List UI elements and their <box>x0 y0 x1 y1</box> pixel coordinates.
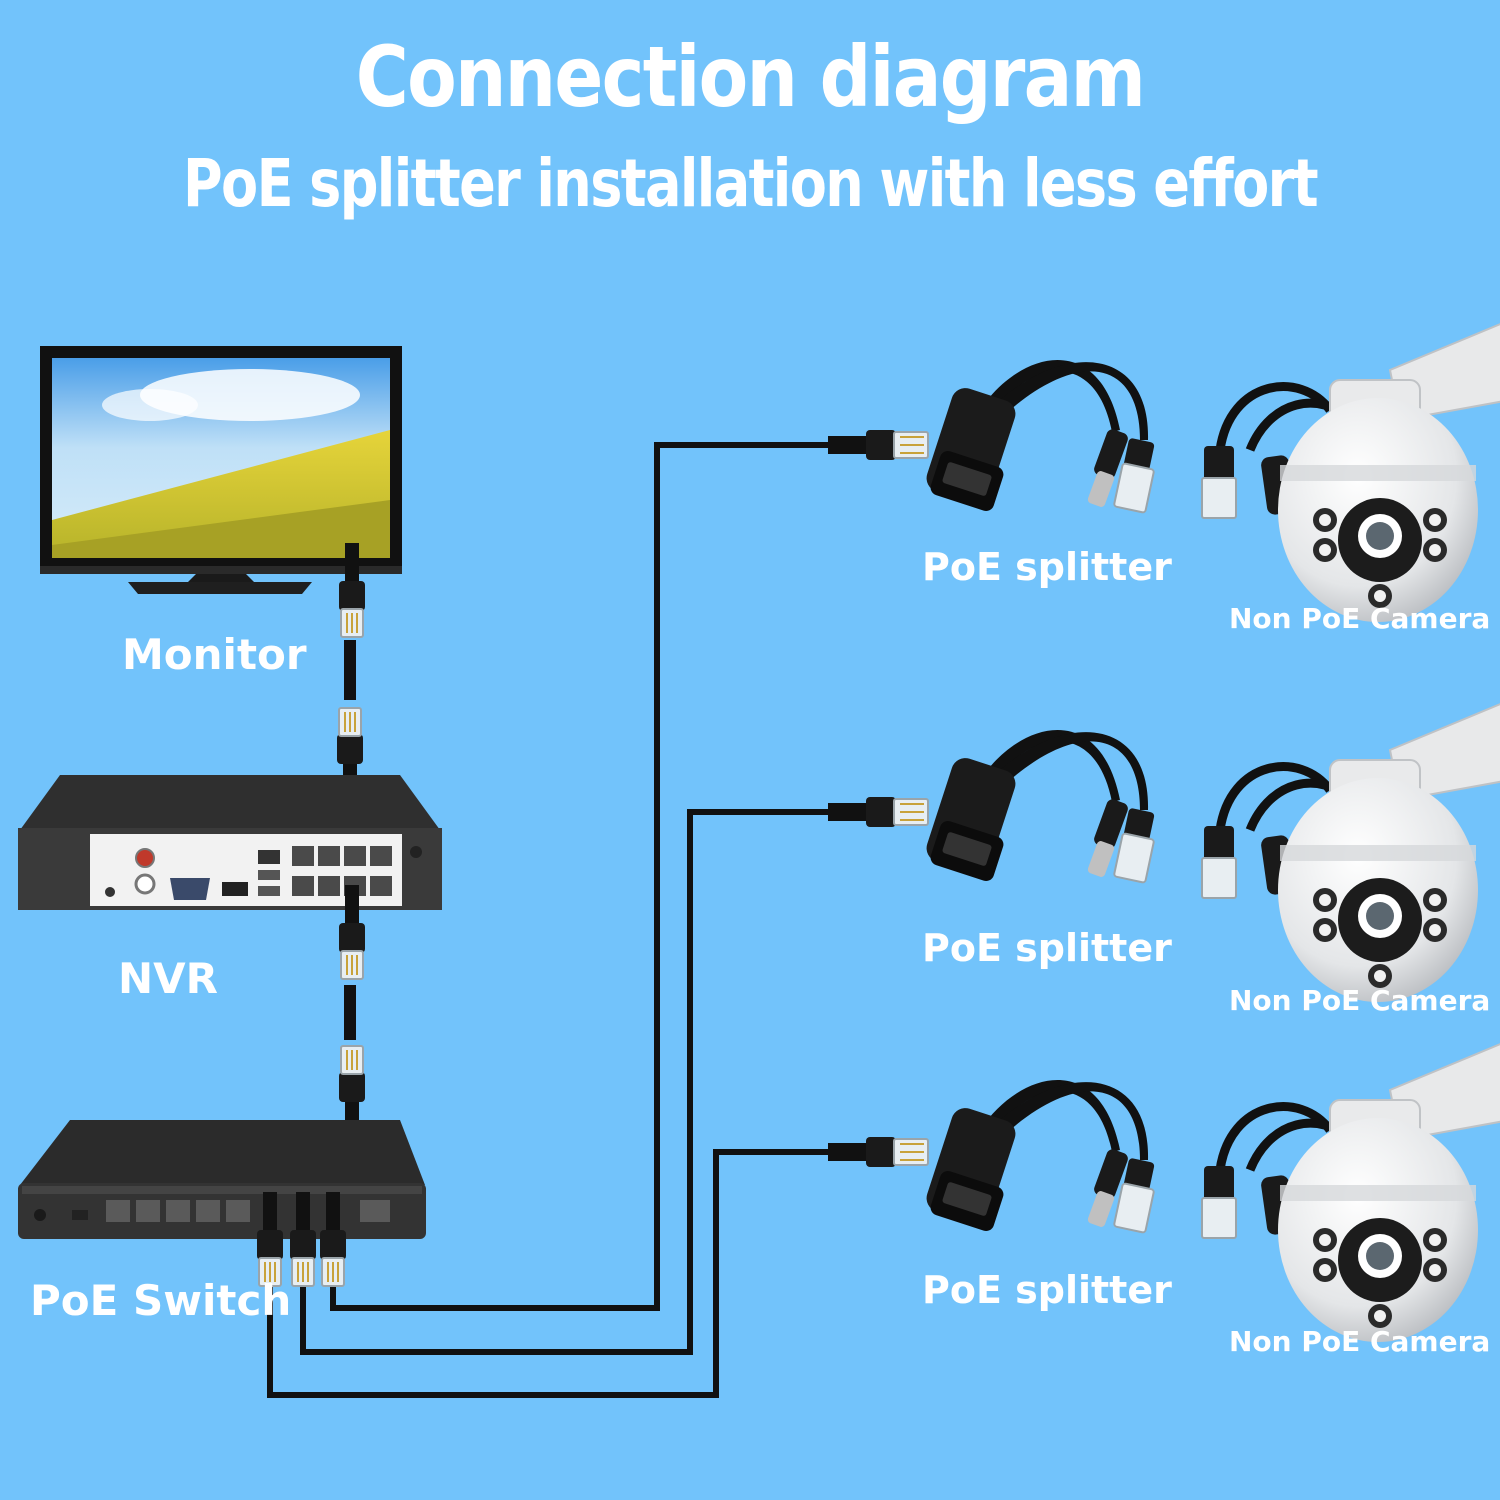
poe-switch-label: PoE Switch <box>30 1276 292 1325</box>
splitter-label-1: PoE splitter <box>922 545 1172 589</box>
monitor-icon <box>40 346 402 594</box>
nvr-label: NVR <box>118 954 218 1003</box>
splitter-input-plugs <box>827 429 929 1168</box>
camera-label-3: Non PoE Camera <box>1229 1325 1491 1358</box>
poe-switch-icon <box>18 1120 426 1239</box>
poe-splitter-1-icon <box>921 359 1156 515</box>
diagram-title: Connection diagram <box>355 28 1146 126</box>
monitor-nvr-cable <box>336 543 365 803</box>
camera-label-2: Non PoE Camera <box>1229 984 1491 1017</box>
splitter-label-3: PoE splitter <box>922 1268 1172 1312</box>
camera-2-icon <box>1202 700 1500 1002</box>
poe-splitter-2-icon <box>921 729 1156 885</box>
camera-label-1: Non PoE Camera <box>1229 602 1491 635</box>
diagram-subtitle: PoE splitter installation with less effo… <box>183 145 1319 222</box>
nvr-icon <box>18 775 442 910</box>
splitter-label-2: PoE splitter <box>922 926 1172 970</box>
camera-1-icon <box>1202 320 1500 622</box>
switch-plugs <box>257 1192 346 1286</box>
camera-3-icon <box>1202 1040 1500 1342</box>
nvr-switch-cable <box>338 885 366 1141</box>
monitor-label: Monitor <box>122 630 307 679</box>
poe-splitter-3-icon <box>921 1079 1156 1235</box>
